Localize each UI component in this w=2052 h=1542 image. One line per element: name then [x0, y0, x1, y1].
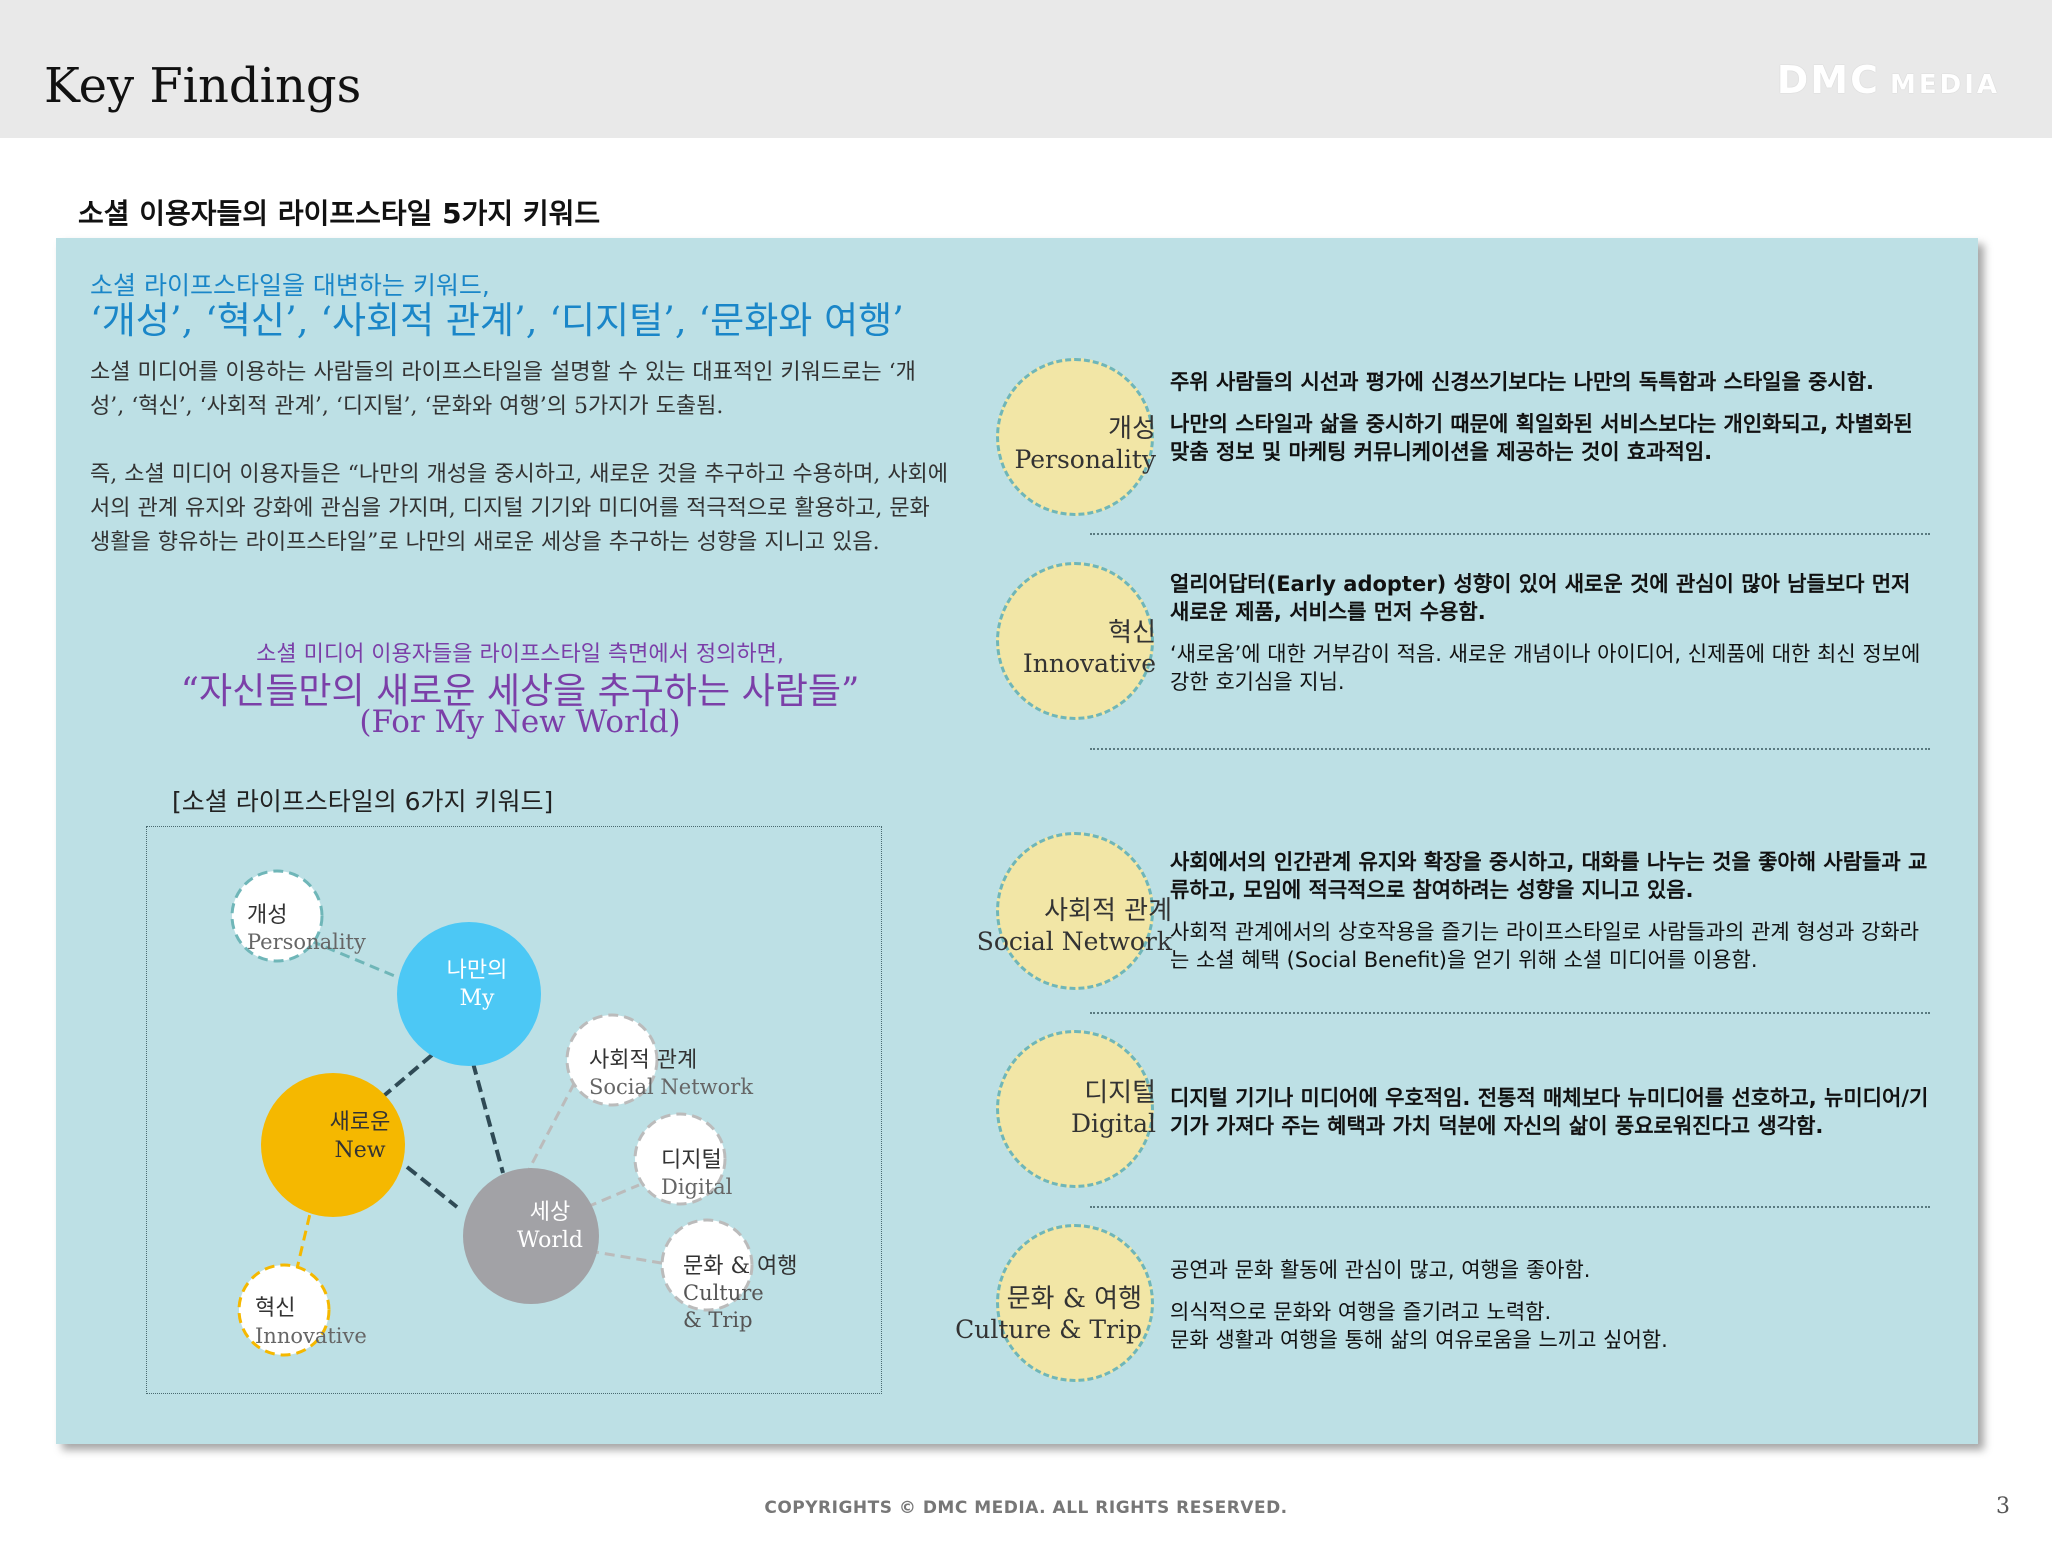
node-personality-ko: 개성: [247, 903, 287, 928]
header-bar: Key Findings DMC MEDIA: [0, 0, 2052, 138]
definition-lead: 소셜 미디어 이용자들을 라이프스타일 측면에서 정의하면,: [256, 642, 784, 667]
connector-my-world: [471, 1062, 505, 1174]
node-social-network: [565, 1013, 659, 1107]
node-digital-en: Digital: [661, 1175, 733, 1199]
keyword-label-ko: 개성: [1108, 414, 1156, 444]
keyword-block-personality: 개성 Personality 주위 사람들의 시선과 평가에 신경쓰기보다는 나…: [958, 358, 1928, 528]
keyword-block-social-network: 사회적 관계 Social Network 사회에서의 인간관계 유지와 확장을…: [958, 832, 1928, 1002]
keyword-diagram: 나만의 My 새로운 New 세상 World 개성 Personality 혁…: [146, 826, 882, 1394]
page-title: Key Findings: [44, 58, 362, 114]
connector-personality-my: [236, 908, 398, 979]
node-innovative: [237, 1263, 331, 1357]
separator: [1090, 533, 1930, 535]
keyword-circle: [996, 358, 1154, 516]
keyword-description: 공연과 문화 활동에 관심이 많고, 여행을 좋아함. 의식적으로 문화와 여행…: [1170, 1256, 1930, 1368]
copyright-footer: COPYRIGHTS © DMC MEDIA. ALL RIGHTS RESER…: [764, 1498, 1288, 1518]
node-my-ko: 나만의: [447, 958, 508, 983]
keyword-point: ‘새로움’에 대한 거부감이 적음. 새로운 개념이나 아이디어, 신제품에 대…: [1170, 642, 1921, 694]
connector-world-social: [523, 1058, 589, 1178]
keyword-point: 디지털 기기나 미디어에 우호적임. 전통적 매체보다 뉴미디어를 선호하고, …: [1170, 1086, 1929, 1138]
keyword-point: 사회에서의 인간관계 유지와 확장을 중시하고, 대화를 나누는 것을 좋아해 …: [1170, 850, 1928, 902]
node-personality: [230, 869, 324, 963]
keyword-block-culture-trip: 문화 & 여행 Culture & Trip 공연과 문화 활동에 관심이 많고…: [955, 1224, 1930, 1394]
connector-world-culture: [588, 1249, 668, 1266]
lead-line-2: ‘개성’, ‘혁신’, ‘사회적 관계’, ‘디지털’, ‘문화와 여행’: [90, 299, 904, 342]
keyword-diagram-svg: 나만의 My 새로운 New 세상 World 개성 Personality 혁…: [230, 869, 798, 1357]
connector-world-digital: [586, 1183, 640, 1209]
intro-paragraph-2: 즉, 소셜 미디어 이용자들은 “나만의 개성을 중시하고, 새로운 것을 추구…: [90, 462, 949, 555]
separator: [1090, 748, 1930, 750]
keyword-label-ko: 혁신: [1108, 618, 1156, 648]
node-personality-en: Personality: [247, 930, 366, 954]
node-my-en: My: [460, 986, 496, 1011]
node-new-en: New: [334, 1138, 385, 1163]
keyword-circle: [996, 562, 1154, 720]
keyword-label-ko: 사회적 관계: [1044, 896, 1172, 926]
node-culture-ko: 문화 & 여행: [683, 1254, 798, 1279]
node-social-en: Social Network: [589, 1075, 753, 1099]
node-new-ko: 새로운: [330, 1110, 391, 1135]
keyword-point: 나만의 스타일과 삶을 중시하기 때문에 획일화된 서비스보다는 개인화되고, …: [1170, 412, 1913, 464]
keyword-label: 개성 Personality: [1015, 408, 1157, 474]
node-new: [261, 1073, 405, 1217]
keyword-label-ko: 디지털: [1084, 1078, 1156, 1108]
keyword-label-en: Personality: [1014, 445, 1157, 474]
definition-quote: “자신들만의 새로운 세상을 추구하는 사람들”: [180, 671, 860, 712]
node-world: [463, 1168, 599, 1304]
logo-sub-text: MEDIA: [1889, 70, 2000, 100]
keyword-label-ko: 문화 & 여행: [1006, 1284, 1142, 1314]
node-culture-en: Culture: [683, 1281, 764, 1305]
keyword-description: 사회에서의 인간관계 유지와 확장을 중시하고, 대화를 나누는 것을 좋아해 …: [1170, 848, 1930, 988]
keyword-label: 사회적 관계 Social Network: [977, 890, 1172, 956]
keyword-description: 얼리어답터(Early adopter) 성향이 있어 새로운 것에 관심이 많…: [1170, 570, 1930, 710]
keyword-description: 주위 사람들의 시선과 평가에 신경쓰기보다는 나만의 독특함과 스타일을 중시…: [1170, 368, 1930, 480]
keyword-circle: [996, 1224, 1154, 1382]
lead-line-1: 소셜 라이프스타일을 대변하는 키워드,: [90, 271, 490, 300]
node-world-en: World: [517, 1228, 583, 1253]
keyword-block-innovative: 혁신 Innovative 얼리어답터(Early adopter) 성향이 있…: [958, 562, 1928, 732]
node-digital: [633, 1112, 727, 1206]
dmc-media-logo: DMC MEDIA: [1777, 58, 2000, 102]
node-social-ko: 사회적 관계: [589, 1048, 697, 1073]
keyword-label-en: Culture & Trip: [955, 1315, 1142, 1344]
separator: [1090, 1012, 1930, 1014]
keyword-circle: [996, 1030, 1154, 1188]
keyword-block-digital: 디지털 Digital 디지털 기기나 미디어에 우호적임. 전통적 매체보다 …: [958, 1030, 1928, 1200]
keyword-point: 사회적 관계에서의 상호작용을 즐기는 라이프스타일로 사람들과의 관계 형성과…: [1170, 920, 1919, 972]
keyword-label: 디지털 Digital: [1071, 1072, 1156, 1138]
keyword-label-en: Innovative: [1022, 649, 1156, 678]
logo-main-text: DMC: [1776, 58, 1880, 102]
keyword-label-en: Social Network: [976, 927, 1172, 956]
connector-new-world: [405, 1165, 459, 1209]
intro-paragraph-1: 소셜 미디어를 이용하는 사람들의 라이프스타일을 설명할 수 있는 대표적인 …: [90, 360, 916, 419]
keyword-label-en: Digital: [1071, 1109, 1156, 1138]
node-culture-en2: & Trip: [683, 1308, 753, 1332]
keyword-point: 의식적으로 문화와 여행을 즐기려고 노력함. 문화 생활과 여행을 통해 삶의…: [1170, 1300, 1668, 1352]
page-number: 3: [1996, 1494, 2010, 1519]
keyword-point: 주위 사람들의 시선과 평가에 신경쓰기보다는 나만의 독특함과 스타일을 중시…: [1170, 370, 1875, 394]
diagram-title: [소셜 라이프스타일의 6가지 키워드]: [172, 787, 554, 816]
node-world-ko: 세상: [530, 1200, 570, 1225]
node-my: [397, 922, 541, 1066]
section-title: 소셜 이용자들의 라이프스타일 5가지 키워드: [78, 197, 601, 230]
node-innovative-en: Innovative: [255, 1324, 367, 1348]
definition-english: (For My New World): [359, 704, 681, 740]
keyword-circle: [996, 832, 1154, 990]
node-culture-trip: [660, 1218, 754, 1312]
node-innovative-ko: 혁신: [255, 1296, 295, 1321]
node-digital-ko: 디지털: [661, 1148, 722, 1173]
keyword-point: 공연과 문화 활동에 관심이 많고, 여행을 좋아함.: [1170, 1258, 1591, 1282]
keyword-label: 혁신 Innovative: [1023, 612, 1156, 678]
separator: [1090, 1206, 1930, 1208]
keyword-label: 문화 & 여행 Culture & Trip: [955, 1278, 1142, 1344]
keyword-point: 얼리어답터(Early adopter) 성향이 있어 새로운 것에 관심이 많…: [1170, 572, 1911, 624]
keyword-description: 디지털 기기나 미디어에 우호적임. 전통적 매체보다 뉴미디어를 선호하고, …: [1170, 1084, 1930, 1154]
